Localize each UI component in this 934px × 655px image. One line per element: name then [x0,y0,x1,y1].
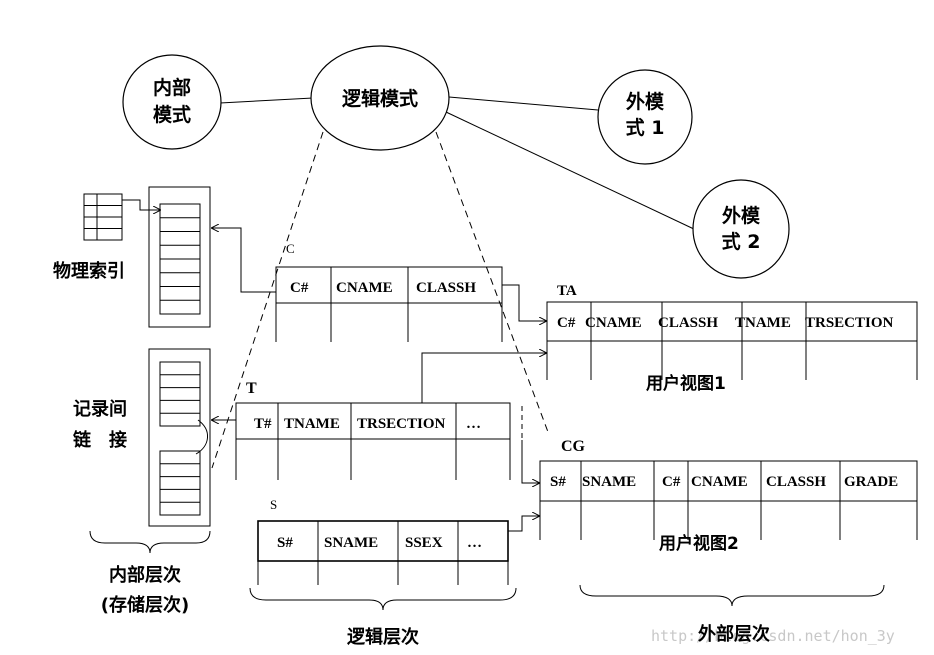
connector-internal-logical [219,97,314,104]
table-cg-name: CG [561,438,586,455]
external-level-brace [579,584,885,607]
table-s-name: S [270,497,277,512]
arrow-s-to-cg [508,516,539,532]
storage-block-upper [148,186,211,328]
table-ta-col-5: TRSECTION [805,315,894,331]
table-t-name: T [246,380,257,397]
external-level-label: 外部层次 [698,623,770,645]
connector-logical-external2 [445,111,697,231]
table-s-col-4: … [467,535,482,551]
table-t-col-2: TNAME [284,416,340,432]
external-schema-2-label-1: 外模 [722,204,761,227]
record-link-label-1: 记录间 [73,399,127,420]
table-t: T T# TNAME TRSECTION … [235,380,511,480]
table-s-col-2: SNAME [324,535,378,551]
logical-level-brace [249,587,517,611]
table-c-name: C [286,241,295,256]
internal-level-brace [89,530,211,554]
table-cg-col-2: SNAME [582,474,636,490]
external-schema-1-label-2: 式 1 [626,116,665,139]
table-cg-col-6: GRADE [844,474,898,490]
storage-level-label: (存储层次) [101,594,189,616]
watermark-text: http://blog.csdn.net/hon_3y [651,627,895,645]
table-t-col-1: T# [254,416,272,432]
table-ta-name: TA [557,283,577,299]
logical-schema-label: 逻辑模式 [342,87,418,110]
table-cg-col-1: S# [550,474,566,490]
table-c: C C# CNAME CLASSH [275,241,503,342]
table-ta-col-2: CNAME [585,315,642,331]
table-ta: TA C# CNAME CLASSH TNAME TRSECTION 用户视图1 [546,283,918,394]
ellipse-external-schema-1: 外模 式 1 [597,69,693,165]
arrow-t-to-ta [421,353,546,403]
physical-index-label: 物理索引 [53,260,125,282]
internal-schema-label-2: 模式 [153,103,191,126]
table-s-col-1: S# [277,535,293,551]
connector-logical-external1 [448,96,599,111]
table-ta-col-4: TNAME [735,315,791,331]
table-s-col-3: SSEX [405,535,443,551]
external-schema-1-label-1: 外模 [626,90,665,113]
table-cg: CG S# SNAME C# CNAME CLASSH GRADE 用户视图2 [539,438,918,554]
table-ta-col-3: CLASSH [658,315,718,331]
internal-schema-label-1: 内部 [153,76,191,99]
internal-level-label: 内部层次 [109,564,181,586]
logical-level-label: 逻辑层次 [347,626,419,648]
table-cg-col-5: CLASSH [766,474,826,490]
user-view-2-label: 用户视图2 [659,533,739,554]
ellipse-internal-schema: 内部 模式 [122,54,222,150]
ellipse-external-schema-2: 外模 式 2 [692,179,790,279]
external-schema-2-label-2: 式 2 [722,230,761,253]
physical-index-grid [83,193,123,241]
arrow-t-to-cg [521,440,539,483]
table-ta-col-1: C# [557,315,576,331]
dashed-line-right [435,131,549,433]
table-cg-col-3: C# [662,474,681,490]
arrow-c-to-storage [212,228,276,293]
dashed-line-left [211,131,324,469]
ellipse-logical-schema: 逻辑模式 [310,45,450,151]
record-link-label-2: 链 接 [73,429,127,451]
table-c-col-3: CLASSH [416,280,476,296]
user-view-1-label: 用户视图1 [646,373,726,394]
table-s: S S# SNAME SSEX … [257,497,509,585]
table-c-col-2: CNAME [336,280,393,296]
arrow-c-to-ta [502,284,546,321]
dashed-projection-lines [211,131,549,469]
table-t-col-4: … [466,416,481,432]
schema-connectors [219,96,697,231]
table-c-col-1: C# [290,280,309,296]
table-t-col-3: TRSECTION [357,416,446,432]
index-arrow [122,199,160,210]
storage-block-lower [148,348,211,527]
table-cg-col-4: CNAME [691,474,748,490]
